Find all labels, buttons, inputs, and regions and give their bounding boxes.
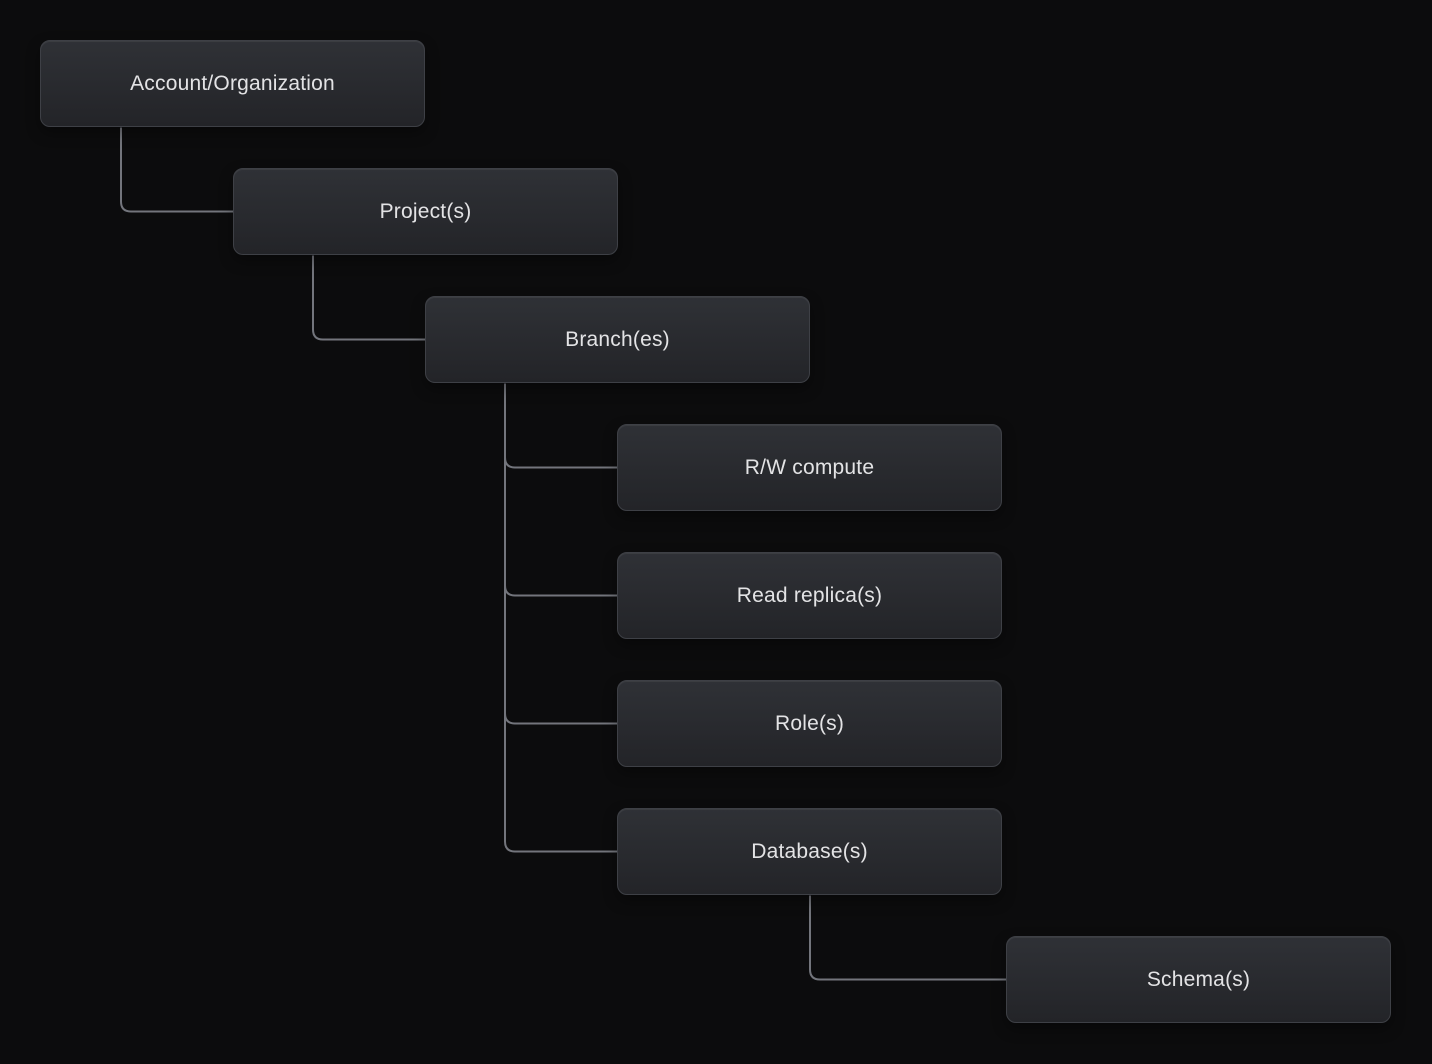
node-branches: Branch(es) [425,296,810,383]
node-label: Project(s) [379,199,472,223]
edge-projects-to-branches [312,255,425,341]
node-label: Account/Organization [130,71,335,95]
node-roles: Role(s) [617,680,1002,767]
edge-branches-to-databases [504,383,617,853]
node-account-organization: Account/Organization [40,40,425,127]
node-label: Read replica(s) [736,583,883,607]
edge-branches-to-read-replicas [504,383,617,597]
edge-branches-to-rw-compute [504,383,617,469]
node-schemas: Schema(s) [1006,936,1391,1023]
node-label: R/W compute [744,455,875,479]
node-label: Database(s) [751,839,868,863]
edge-account-to-projects [120,127,233,213]
node-databases: Database(s) [617,808,1002,895]
node-read-replicas: Read replica(s) [617,552,1002,639]
node-rw-compute: R/W compute [617,424,1002,511]
node-label: Branch(es) [565,327,670,351]
edge-databases-to-schemas [809,895,1006,981]
node-label: Schema(s) [1146,967,1251,991]
edge-branches-to-roles [504,383,617,725]
node-label: Role(s) [774,711,845,735]
node-projects: Project(s) [233,168,618,255]
